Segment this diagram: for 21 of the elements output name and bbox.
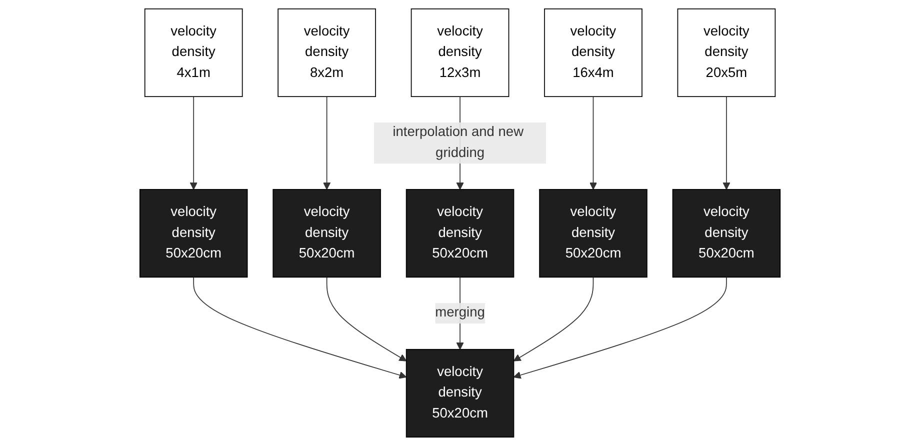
arrow bbox=[589, 96, 597, 190]
arrow bbox=[326, 276, 407, 362]
arrow bbox=[193, 276, 407, 379]
node-box: velocity density 50x20cm bbox=[539, 189, 648, 278]
arrow bbox=[513, 276, 727, 379]
arrow bbox=[513, 276, 594, 362]
arrow bbox=[722, 96, 730, 190]
node-box: velocity density 4x1m bbox=[144, 8, 243, 98]
node-box: velocity density 16x4m bbox=[544, 8, 642, 98]
node-box: velocity density 50x20cm bbox=[139, 189, 248, 278]
node-box: velocity density 50x20cm bbox=[272, 189, 381, 278]
node-box: velocity density 12x3m bbox=[410, 8, 510, 98]
edge-label: merging bbox=[435, 306, 485, 320]
node-box: velocity density 50x20cm bbox=[406, 189, 514, 278]
node-box: velocity density 50x20cm bbox=[406, 348, 514, 438]
edge-label: interpolation and new gridding bbox=[392, 124, 524, 160]
node-box: velocity density 8x2m bbox=[278, 8, 376, 98]
node-box: velocity density 20x5m bbox=[677, 8, 776, 98]
node-box: velocity density 50x20cm bbox=[672, 189, 781, 278]
arrow bbox=[190, 96, 198, 190]
arrow bbox=[323, 96, 331, 190]
